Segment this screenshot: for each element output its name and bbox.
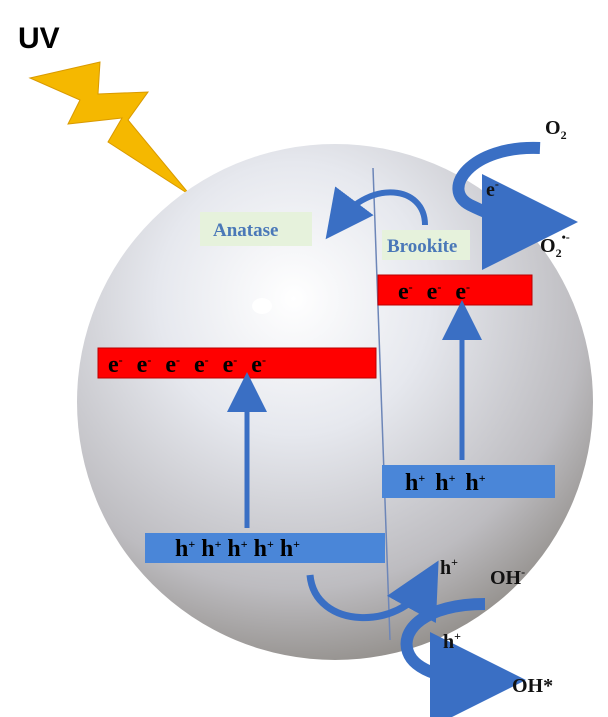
anatase-valence-band [145,533,385,563]
charge-carrier: h [201,536,214,562]
highlight [252,298,272,314]
charge-sign: - [262,353,266,367]
charge-sign: - [233,353,237,367]
hydroxide-label: OH- [490,565,525,589]
charge-carrier: h [435,470,448,496]
charge-sign: - [437,280,441,294]
uv-label: UV [18,22,60,55]
charge-carrier: e [194,352,205,378]
hydroxyl-radical-label: OH* [512,675,553,697]
charge-sign: - [409,280,413,294]
charge-carrier: e [137,352,148,378]
charge-carrier: e [251,352,262,378]
charge-carrier: e [165,352,176,378]
charge-sign: - [466,280,470,294]
hole-transfer-arrow [306,560,439,624]
charge-sign: - [147,353,151,367]
hole-label: h+ [440,555,458,579]
charge-sign: + [418,471,425,485]
anatase-electrons: e-e-e-e-e-e- [108,352,266,378]
charge-sign: + [267,537,274,551]
brookite-label-box [382,230,470,260]
anatase-holes: h+h+h+h+h+ [175,536,300,562]
lightning-bolt-icon [28,61,191,196]
charge-carrier: h [227,536,240,562]
anatase-label: Anatase [213,220,278,241]
brookite-electrons: e-e-e- [398,279,470,305]
charge-sign: + [188,537,195,551]
charge-carrier: e [398,279,409,305]
charge-sign: + [215,537,222,551]
brookite-holes: h+h+h+ [405,470,486,496]
charge-sign: + [241,537,248,551]
charge-sign: + [479,471,486,485]
hydroxyl-oxidation-arrow [400,598,526,717]
charge-carrier: h [175,536,188,562]
charge-carrier: e [223,352,234,378]
brookite-label: Brookite [387,236,457,257]
charge-sign: - [119,353,123,367]
charge-carrier: h [280,536,293,562]
o2-label: O2 [545,117,567,142]
brookite-valence-band [382,465,555,498]
charge-carrier: e [108,352,119,378]
electron-carrier-label: e- [486,177,499,201]
oxygen-reduction-arrow [452,141,578,270]
charge-sign: - [205,353,209,367]
hole-carrier-label: h+ [443,629,461,653]
charge-carrier: e [427,279,438,305]
charge-sign: + [449,471,456,485]
electron-transfer-arrow [325,186,428,240]
charge-carrier: e [455,279,466,305]
titania-particle [77,144,593,660]
charge-sign: + [293,537,300,551]
charge-sign: - [176,353,180,367]
charge-carrier: h [405,470,418,496]
anatase-label-box [200,212,312,246]
charge-carrier: h [465,470,478,496]
superoxide-label: O2•- [540,230,570,260]
charge-carrier: h [254,536,267,562]
